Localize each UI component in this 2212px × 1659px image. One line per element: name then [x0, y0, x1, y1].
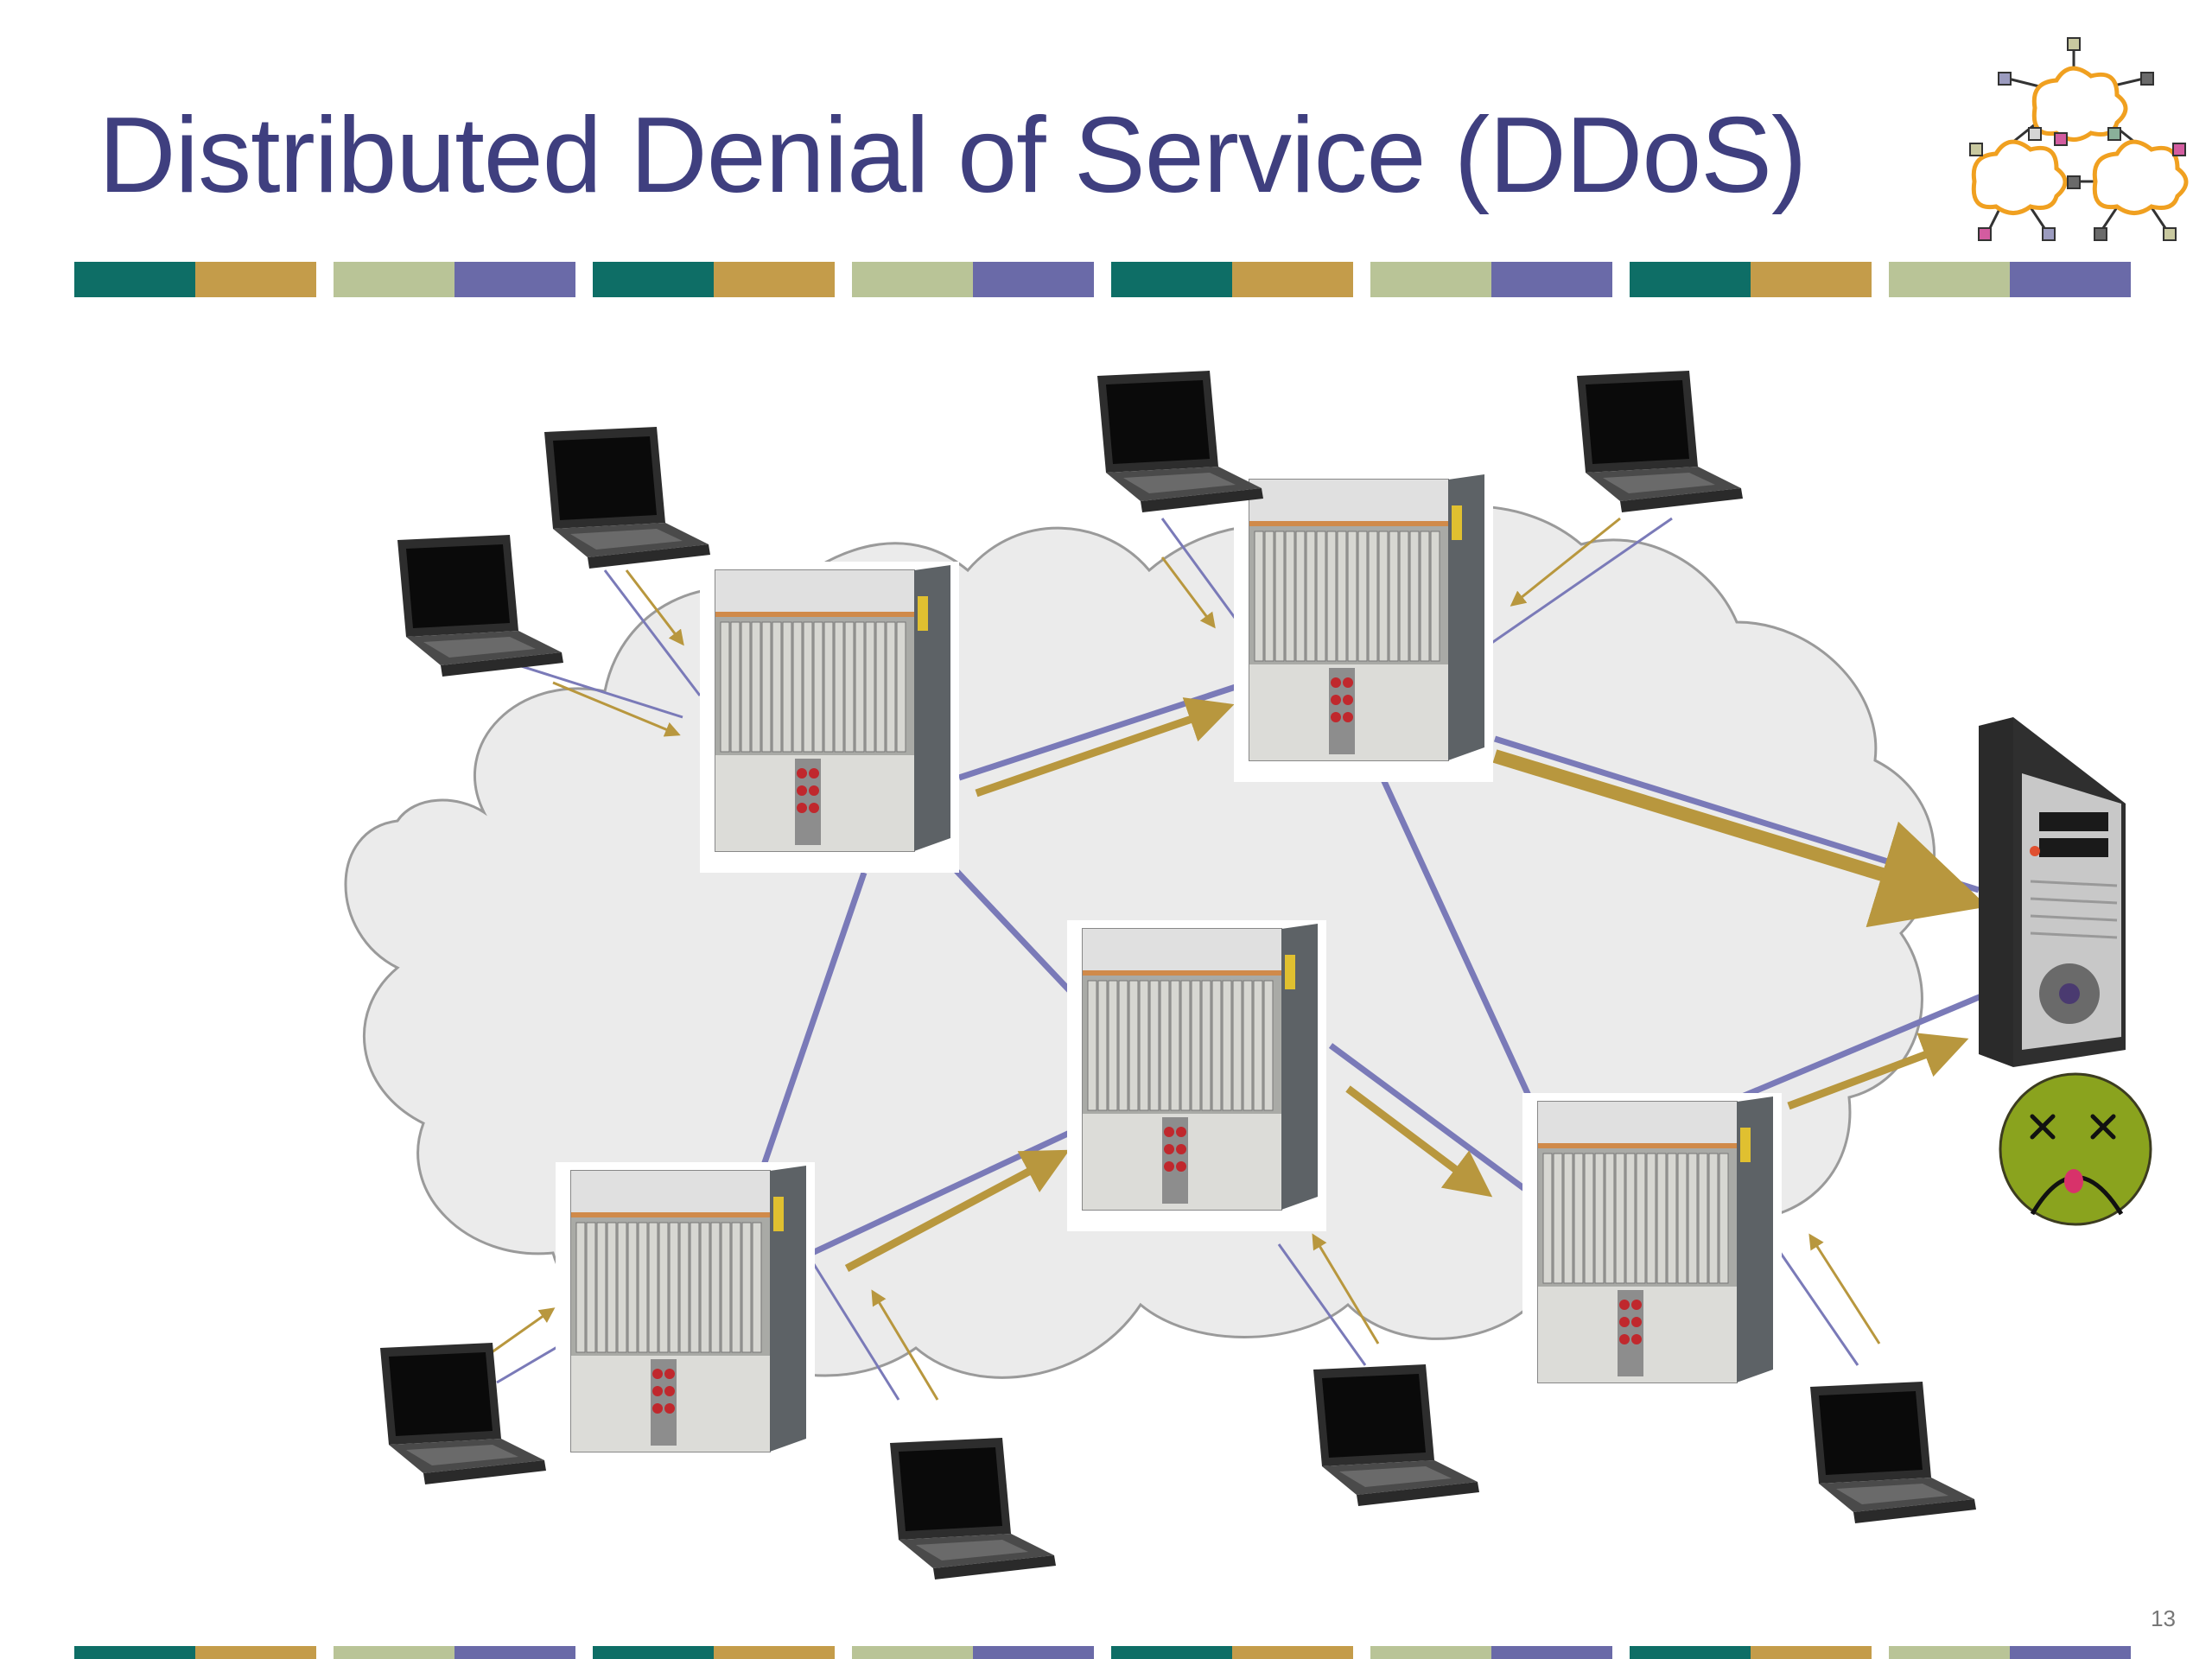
page-number: 13 — [2151, 1605, 2176, 1631]
laptop-icon — [380, 1343, 546, 1484]
router-bottom-right-icon — [1522, 1092, 1783, 1405]
heavy-attack-arrow — [1492, 749, 1988, 928]
router-center-icon — [1066, 919, 1327, 1232]
laptop-icon — [1313, 1364, 1479, 1506]
decorative-bar-top — [74, 262, 2139, 297]
laptop-icon — [1810, 1382, 1976, 1523]
router-top-left-icon — [699, 561, 960, 874]
server-tower-icon — [1979, 717, 2126, 1067]
attack-traffic-arrows — [844, 697, 1969, 1272]
laptop-icon — [1097, 371, 1263, 512]
router-top-right-icon — [1233, 470, 1494, 783]
router-bottom-left-icon — [555, 1161, 816, 1474]
decorative-bar-bottom — [74, 1646, 2139, 1659]
laptop-icon — [890, 1438, 1056, 1580]
laptop-icon — [544, 427, 710, 569]
laptop-icon — [397, 535, 563, 677]
network-clouds-logo-icon — [1969, 37, 2189, 241]
laptop-icon — [1577, 371, 1743, 512]
slide-title: Distributed Denial of Service (DDoS) — [99, 96, 1807, 215]
bot-attack-arrows — [479, 517, 1881, 1401]
dead-face-icon — [1999, 1072, 2152, 1226]
router-links — [757, 683, 1989, 1256]
